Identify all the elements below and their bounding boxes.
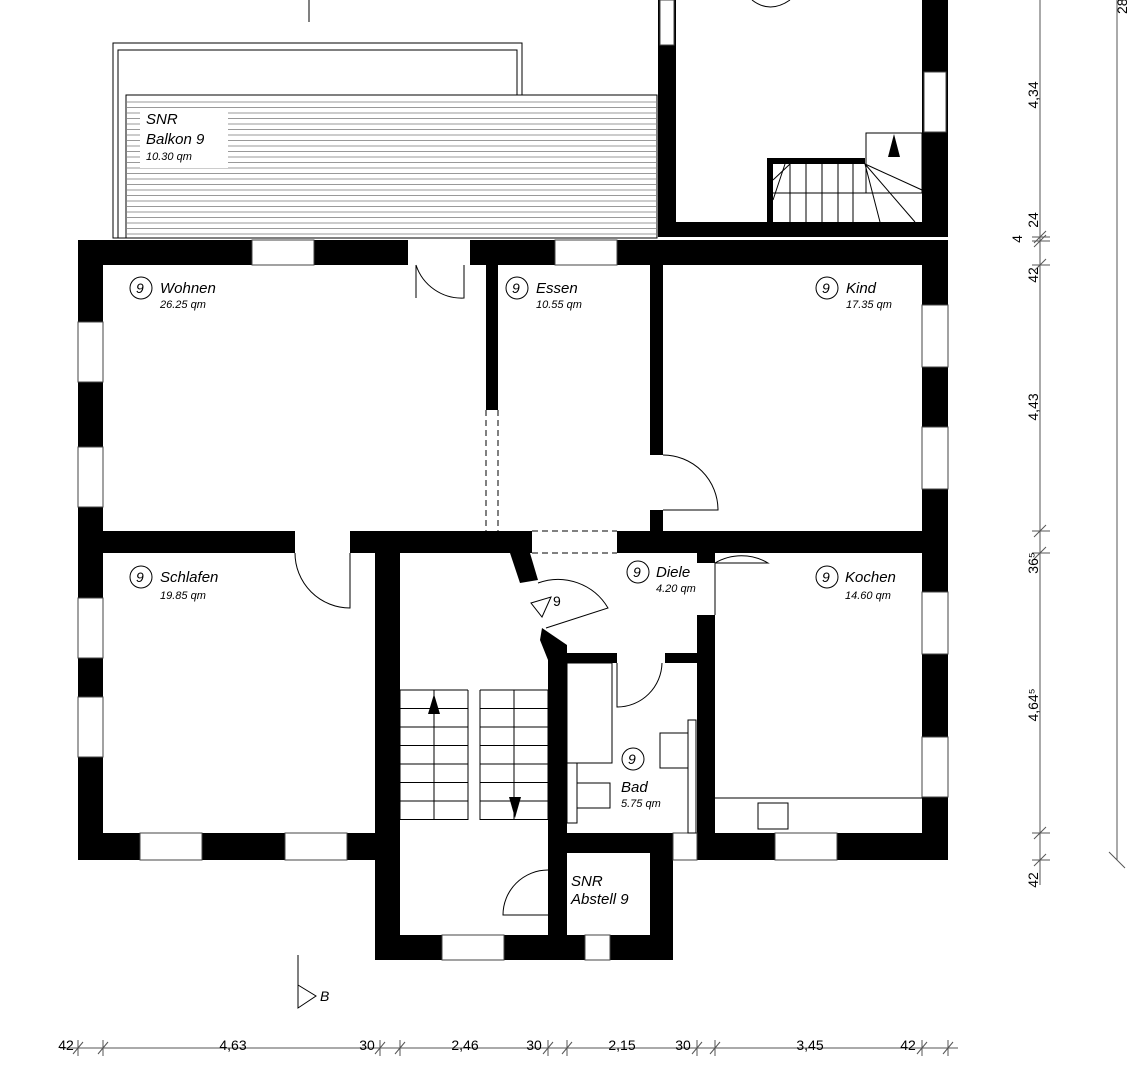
svg-text:4.20 qm: 4.20 qm	[656, 583, 696, 595]
dimension-label-right: 4,34	[1025, 81, 1041, 108]
svg-text:Balkon 9: Balkon 9	[146, 131, 205, 148]
svg-text:Kind: Kind	[846, 280, 877, 297]
balcony	[112, 42, 658, 239]
doors	[294, 264, 770, 916]
dimension-label-right: 36⁵	[1025, 552, 1041, 573]
section-marker-label: B	[320, 988, 329, 1004]
svg-text:19.85 qm: 19.85 qm	[160, 590, 206, 602]
stair-down-arrow-icon	[509, 797, 521, 818]
fixtures	[566, 662, 922, 834]
svg-text:9: 9	[822, 569, 830, 585]
room-label-abstell: SNR Abstell 9	[570, 873, 629, 908]
room-label-wohnen: 9 Wohnen 26.25 qm	[129, 276, 216, 311]
dimension-label-bottom: 4,63	[219, 1037, 246, 1053]
walls	[77, 239, 949, 961]
openings	[485, 410, 617, 554]
dimension-label-bottom: 30	[675, 1037, 691, 1053]
svg-text:Abstell 9: Abstell 9	[570, 891, 629, 908]
section-arrow-icon	[297, 984, 317, 1009]
svg-text:26.25 qm: 26.25 qm	[159, 299, 206, 311]
dimension-far-right: 28	[1114, 0, 1130, 14]
svg-text:Wohnen: Wohnen	[160, 280, 216, 297]
svg-text:9: 9	[633, 564, 641, 580]
svg-text:Essen: Essen	[536, 280, 578, 297]
svg-text:5.75 qm: 5.75 qm	[621, 798, 661, 810]
dimension-label-right: 24	[1025, 212, 1041, 228]
svg-text:9: 9	[628, 751, 636, 767]
dimension-label-bottom: 42	[58, 1037, 74, 1053]
room-label-kochen: 9 Kochen 14.60 qm	[815, 565, 896, 602]
room-label-essen: 9 Essen 10.55 qm	[505, 276, 582, 311]
dimension-label-bottom: 2,15	[608, 1037, 635, 1053]
svg-text:9: 9	[136, 280, 144, 296]
room-label-balkon: SNR Balkon 9 10.30 qm	[146, 111, 205, 163]
main-stair	[399, 689, 549, 820]
svg-text:9: 9	[136, 569, 144, 585]
dimension-label-bottom: 3,45	[796, 1037, 823, 1053]
room-label-bad: 9 Bad 5.75 qm	[621, 747, 661, 810]
dimension-label-bottom: 42	[900, 1037, 916, 1053]
svg-text:10.55 qm: 10.55 qm	[536, 299, 582, 311]
dimension-lines: 42 4,63 30 2,46 30 2,15 30 3,45 42 4,34 244 42 4,43 3…	[58, 0, 1126, 1056]
dimension-label-right: 4	[1009, 235, 1025, 243]
svg-text:SNR: SNR	[571, 873, 603, 890]
svg-text:9: 9	[822, 280, 830, 296]
room-label-schlafen: 9 Schlafen 19.85 qm	[129, 565, 218, 602]
svg-text:Schlafen: Schlafen	[160, 569, 218, 586]
dimension-label-bottom: 2,46	[451, 1037, 478, 1053]
svg-text:10.30 qm: 10.30 qm	[146, 151, 192, 163]
room-label-kind: 9 Kind 17.35 qm	[815, 276, 892, 311]
dimension-label-bottom: 30	[526, 1037, 542, 1053]
entrance-triangle-icon	[530, 596, 552, 618]
entrance-label: 9	[553, 593, 561, 609]
dimension-label-right: 42	[1025, 267, 1041, 283]
dimension-label-bottom: 30	[359, 1037, 375, 1053]
upper-stair-steps	[772, 163, 923, 223]
stair-up-arrow-icon	[428, 694, 440, 714]
room-label-diele: 9 Diele 4.20 qm	[626, 560, 696, 595]
svg-text:Kochen: Kochen	[845, 569, 896, 586]
upper-stairwell	[658, 0, 948, 237]
svg-text:Diele: Diele	[656, 564, 690, 581]
svg-text:Bad: Bad	[621, 779, 648, 796]
svg-text:SNR: SNR	[146, 111, 178, 128]
svg-text:17.35 qm: 17.35 qm	[846, 299, 892, 311]
stair-up-arrow-icon	[888, 134, 900, 157]
dimension-label-right: 4,64⁵	[1025, 688, 1041, 721]
dimension-label-right: 42	[1025, 872, 1041, 888]
svg-text:14.60 qm: 14.60 qm	[845, 590, 891, 602]
svg-text:9: 9	[512, 280, 520, 296]
dimension-label-right: 4,43	[1025, 393, 1041, 420]
